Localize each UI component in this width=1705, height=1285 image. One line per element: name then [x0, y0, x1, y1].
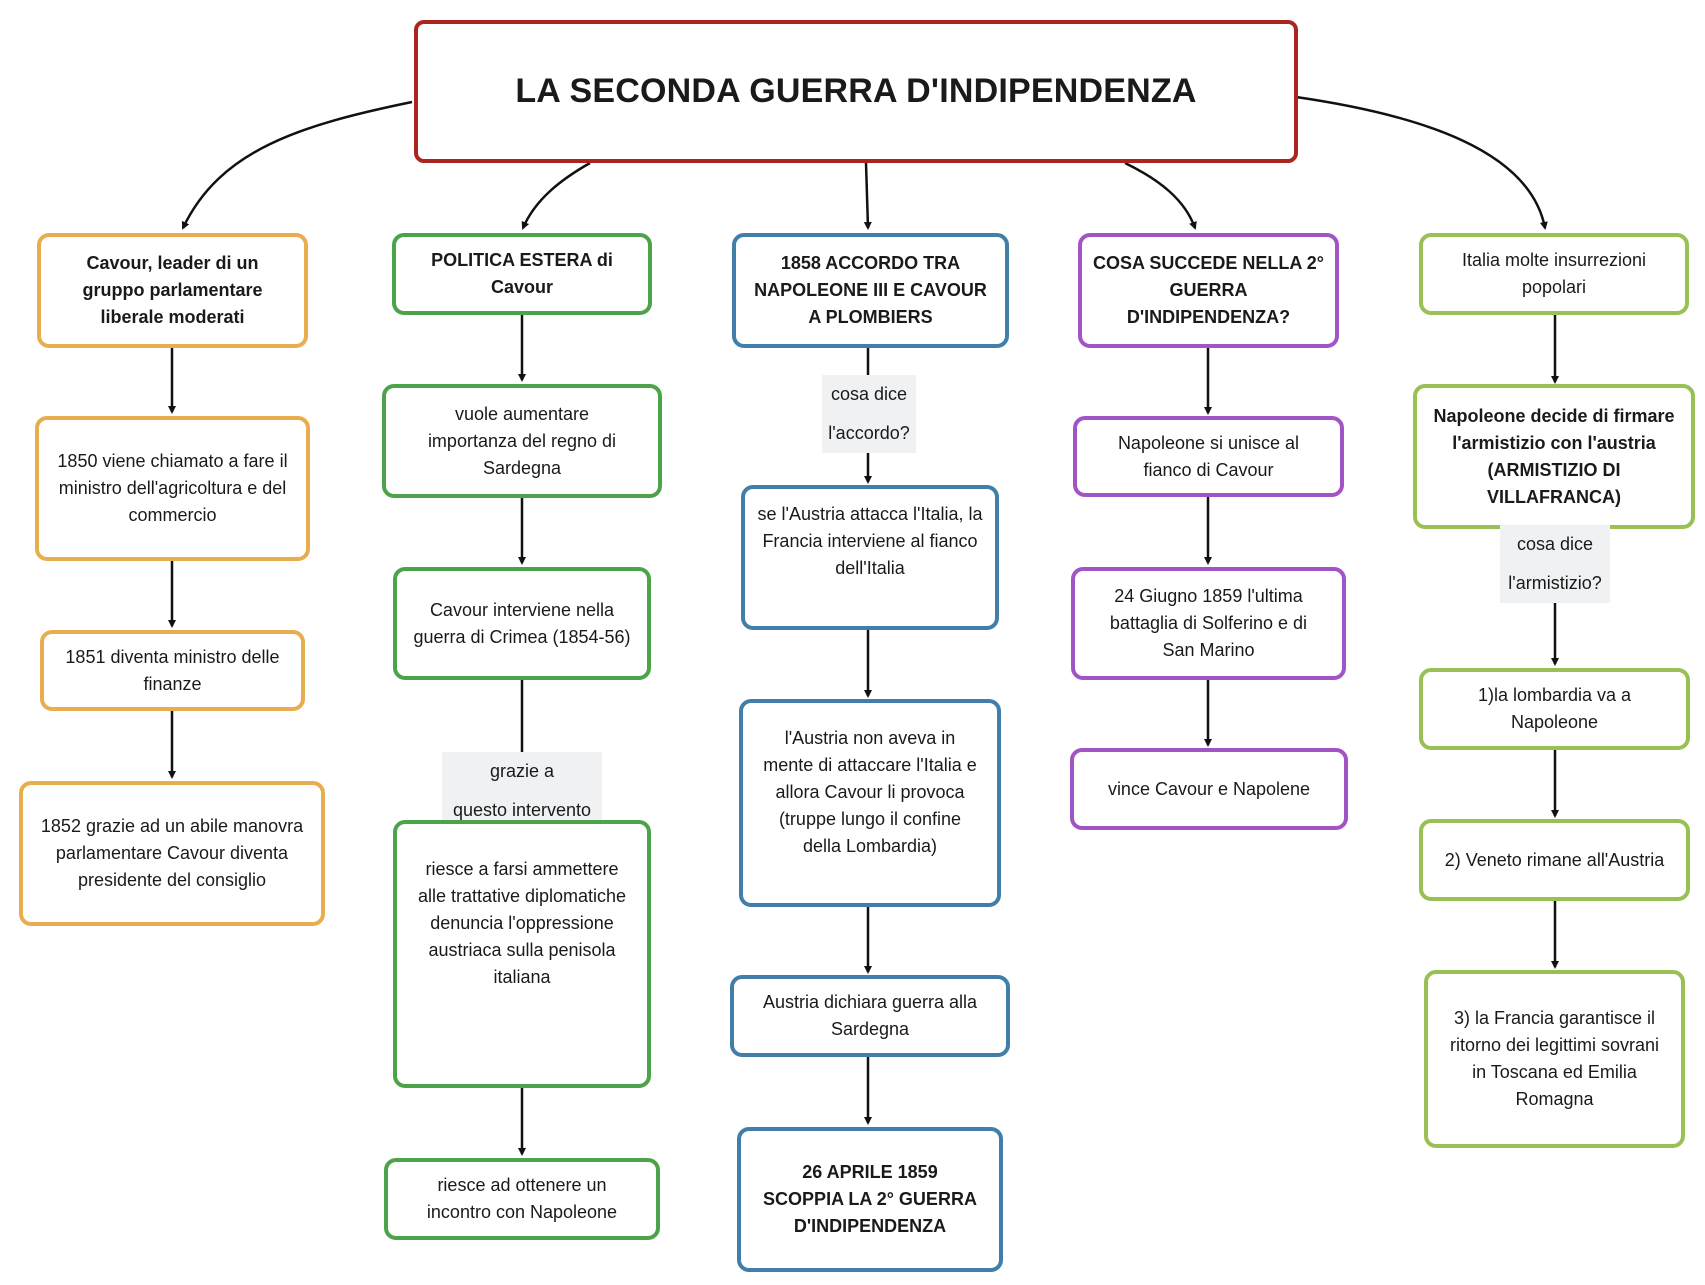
- cavour-head: Cavour, leader di un gruppo parlamentare…: [37, 233, 308, 348]
- accordo-edge-label: cosa dice l'accordo?: [822, 375, 916, 453]
- politica-item-crimea: Cavour interviene nella guerra di Crimea…: [393, 567, 651, 680]
- edge-root-italia: [1295, 95, 1548, 230]
- edge-root-accordo: [863, 162, 872, 230]
- politica-edge-label: grazie a questo intervento: [442, 752, 602, 830]
- italia-armistizio: Napoleone decide di firmare l'armistizio…: [1413, 384, 1695, 529]
- politica-item-incontro: riesce ad ottenere un incontro con Napol…: [384, 1158, 660, 1240]
- politica-head: POLITICA ESTERA di Cavour: [392, 233, 652, 315]
- cavour-item-1852: 1852 grazie ad un abile manovra parlamen…: [19, 781, 325, 926]
- politica-item-trattative: riesce a farsi ammettere alle trattative…: [393, 820, 651, 1088]
- cavour-item-1850: 1850 viene chiamato a fare il ministro d…: [35, 416, 310, 561]
- edge-root-guerra: [1124, 161, 1197, 230]
- edge-root-cavour: [181, 100, 413, 230]
- italia-edge-label-line2: l'armistizio?: [1508, 573, 1602, 593]
- accordo-item-scoppia: 26 APRILE 1859 SCOPPIA LA 2° GUERRA D'IN…: [737, 1127, 1003, 1272]
- politica-edge-label-line1: grazie a: [489, 761, 555, 781]
- root-title: LA SECONDA GUERRA D'INDIPENDENZA: [414, 20, 1298, 163]
- edge-root-politica: [521, 161, 591, 230]
- politica-item-aumentare: vuole aumentare importanza del regno di …: [382, 384, 662, 498]
- guerra-item-vince: vince Cavour e Napolene: [1070, 748, 1348, 830]
- politica-edge-label-line2: questo intervento: [452, 800, 592, 820]
- accordo-item-francia: se l'Austria attacca l'Italia, la Franci…: [741, 485, 999, 630]
- italia-edge-label-line1: cosa dice: [1516, 534, 1594, 554]
- cavour-item-1851: 1851 diventa ministro delle finanze: [40, 630, 305, 711]
- accordo-head: 1858 ACCORDO TRA NAPOLEONE III E CAVOUR …: [732, 233, 1009, 348]
- guerra-item-napoleone: Napoleone si unisce al fianco di Cavour: [1073, 416, 1344, 497]
- guerra-item-solferino: 24 Giugno 1859 l'ultima battaglia di Sol…: [1071, 567, 1346, 680]
- accordo-edge-label-line1: cosa dice: [830, 384, 908, 404]
- italia-edge-label: cosa dice l'armistizio?: [1500, 525, 1610, 603]
- accordo-edge-label-line2: l'accordo?: [828, 423, 910, 443]
- italia-item-lombardia: 1)la lombardia va a Napoleone: [1419, 668, 1690, 750]
- italia-item-veneto: 2) Veneto rimane all'Austria: [1419, 819, 1690, 901]
- guerra-head: COSA SUCCEDE NELLA 2° GUERRA D'INDIPENDE…: [1078, 233, 1339, 348]
- italia-head: Italia molte insurrezioni popolari: [1419, 233, 1689, 315]
- accordo-item-dichiara: Austria dichiara guerra alla Sardegna: [730, 975, 1010, 1057]
- accordo-item-provoca: l'Austria non aveva in mente di attaccar…: [739, 699, 1001, 907]
- italia-item-francia: 3) la Francia garantisce il ritorno dei …: [1424, 970, 1685, 1148]
